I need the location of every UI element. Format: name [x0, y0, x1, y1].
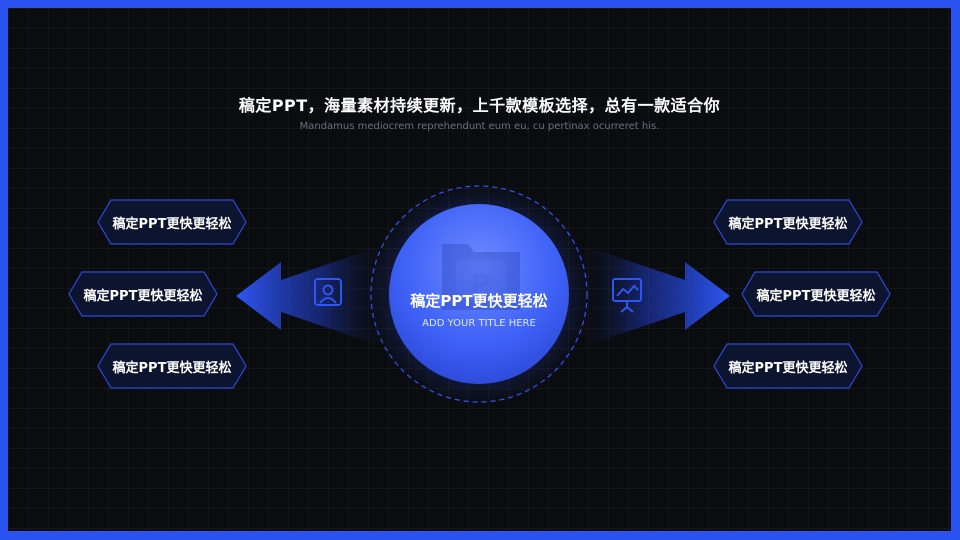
left-label-1: 稿定PPT更快更轻松	[97, 199, 247, 245]
slide-title: 稿定PPT，海量素材持续更新，上千款模板选择，总有一款适合你	[238, 96, 721, 115]
slide: 稿定PPT，海量素材持续更新，上千款模板选择，总有一款适合你 Mandamus …	[8, 8, 951, 531]
right-label-2: 稿定PPT更快更轻松	[741, 271, 891, 317]
right-label-3: 稿定PPT更快更轻松	[713, 343, 863, 389]
right-label-1: 稿定PPT更快更轻松	[713, 199, 863, 245]
left-label-3: 稿定PPT更快更轻松	[97, 343, 247, 389]
right-label-1-text: 稿定PPT更快更轻松	[728, 216, 848, 232]
center-circle	[389, 204, 569, 384]
left-label-2-text: 稿定PPT更快更轻松	[83, 288, 203, 304]
left-label-2: 稿定PPT更快更轻松	[68, 271, 218, 317]
user-card-icon	[314, 278, 342, 306]
left-label-1-text: 稿定PPT更快更轻松	[112, 216, 232, 232]
center-dashed-ring	[370, 185, 588, 403]
center-subtitle: ADD YOUR TITLE HERE	[422, 318, 536, 329]
diagram-graphics: P	[236, 182, 730, 406]
presentation-board-icon	[612, 278, 642, 313]
right-label-2-text: 稿定PPT更快更轻松	[756, 288, 876, 304]
slide-subtitle: Mandamus mediocrem reprehendunt eum eu, …	[299, 121, 660, 132]
center-title: 稿定PPT更快更轻松	[410, 292, 548, 310]
right-label-3-text: 稿定PPT更快更轻松	[728, 360, 848, 376]
right-arrow	[573, 242, 730, 350]
folder-p-icon: P	[442, 244, 520, 310]
svg-text:P: P	[472, 268, 491, 299]
left-label-3-text: 稿定PPT更快更轻松	[112, 360, 232, 376]
